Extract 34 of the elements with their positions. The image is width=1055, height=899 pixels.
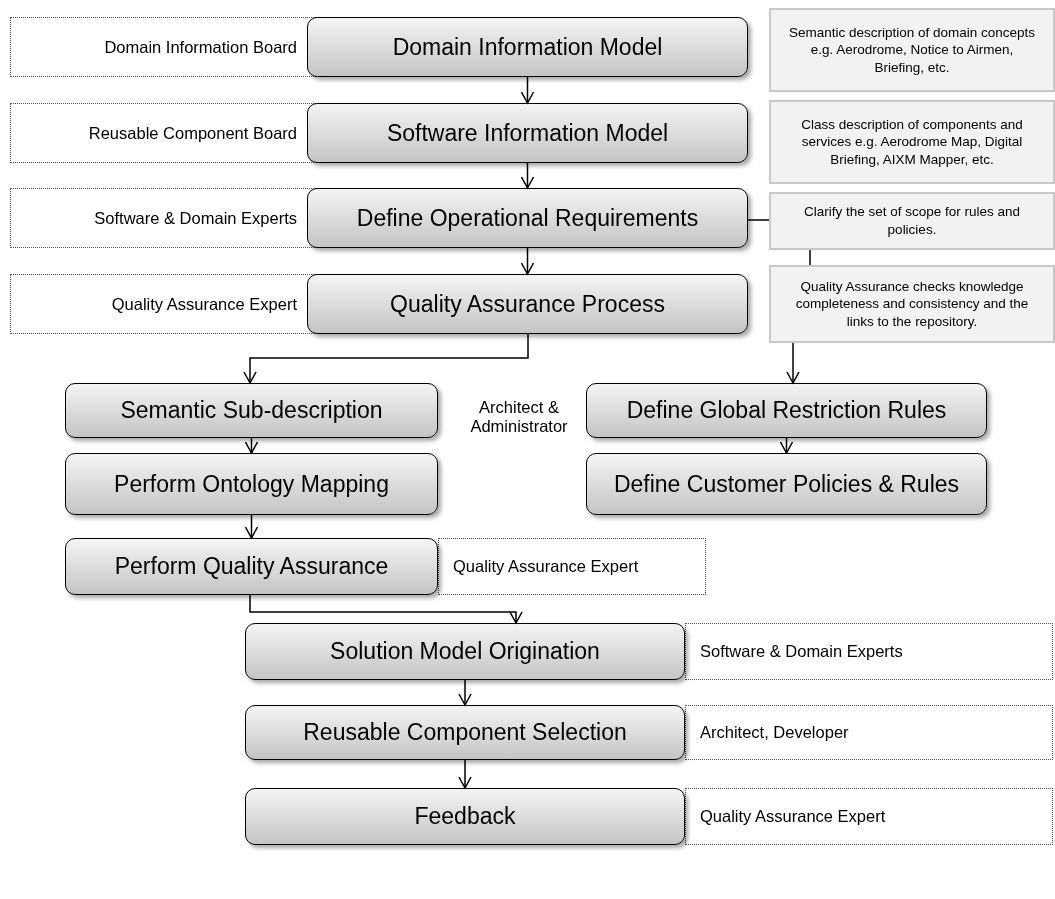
- arrow: [779, 437, 794, 454]
- arrow: [520, 162, 535, 189]
- role-label: Architect, Developer: [685, 705, 1053, 760]
- process-box: Define Operational Requirements: [307, 188, 748, 248]
- arrow: [249, 594, 523, 624]
- process-box: Reusable Component Selection: [245, 705, 685, 760]
- note-box: Quality Assurance checks knowledge completeness and consistency and the links to the repository.: [769, 265, 1055, 343]
- role-label: Quality Assurance Expert: [685, 788, 1053, 845]
- role-label: Architect & Administrator: [469, 398, 569, 436]
- process-box: Define Customer Policies & Rules: [586, 453, 987, 515]
- process-box: Define Global Restriction Rules: [586, 383, 987, 438]
- process-box: Perform Quality Assurance: [65, 538, 438, 595]
- arrow: [458, 759, 472, 789]
- process-box: Quality Assurance Process: [307, 274, 748, 334]
- role-label: Quality Assurance Expert: [438, 538, 706, 595]
- arrow: [786, 342, 800, 384]
- process-box: Software Information Model: [307, 103, 748, 163]
- process-box: Domain Information Model: [307, 17, 748, 77]
- arrow: [244, 437, 259, 454]
- role-label: Software & Domain Experts: [685, 623, 1053, 680]
- process-box: Semantic Sub-description: [65, 383, 438, 438]
- arrow: [458, 679, 472, 706]
- arrow: [520, 76, 535, 104]
- note-box: Clarify the set of scope for rules and policies.: [769, 192, 1055, 250]
- connector-line: [747, 219, 770, 221]
- note-box: Semantic description of domain concepts e.g. Aerodrome, Notice to Airmen, Briefing, etc.: [769, 8, 1055, 92]
- connector-line: [809, 249, 811, 266]
- note-box: Class description of components and services e.g. Aerodrome Map, Digital Briefing, AIXM Mapper, etc.: [769, 100, 1055, 184]
- arrow: [243, 333, 529, 384]
- arrow: [520, 247, 535, 275]
- process-box: Solution Model Origination: [245, 623, 685, 680]
- process-box: Perform Ontology Mapping: [65, 453, 438, 515]
- process-box: Feedback: [245, 788, 685, 845]
- arrow: [244, 514, 259, 539]
